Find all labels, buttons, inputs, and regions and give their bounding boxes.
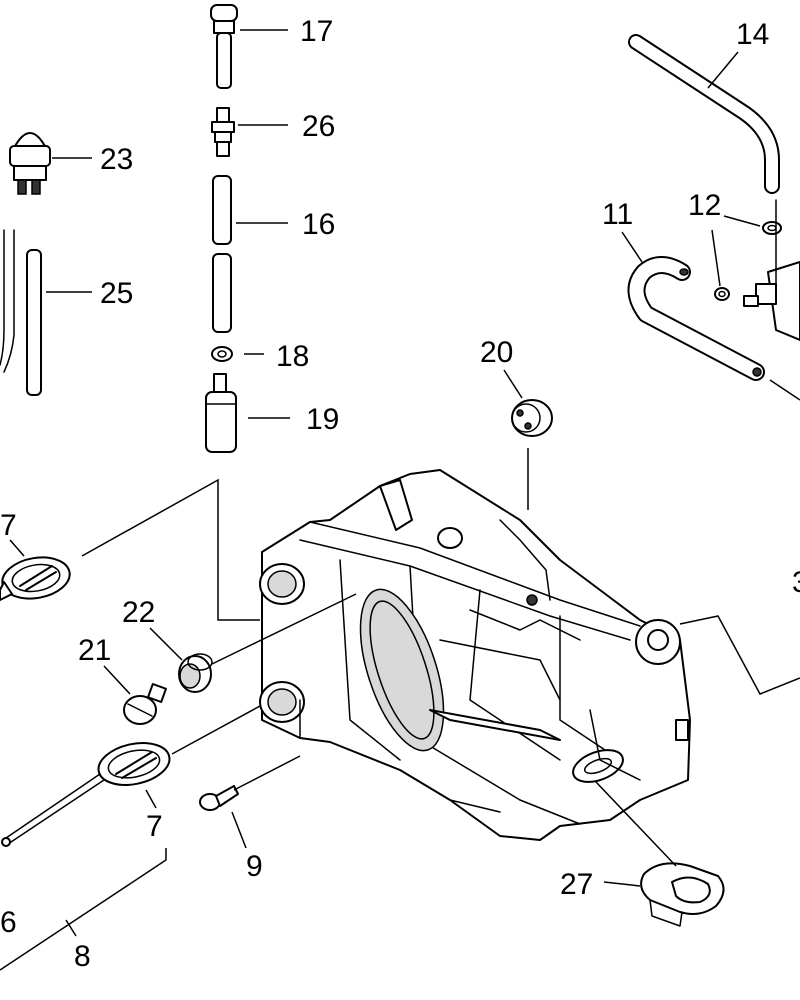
leader-7a-housing <box>81 478 260 621</box>
part-14-bent-tube <box>628 34 780 194</box>
part-16-fuel-line <box>212 175 232 333</box>
leader-6-8 <box>0 848 167 971</box>
crankcase-housing <box>259 469 691 841</box>
callout-23: 23 <box>100 143 133 176</box>
callout-3: 3 <box>792 566 800 599</box>
part-27-seal <box>640 862 725 927</box>
part-26-connector <box>211 107 235 157</box>
callout-7-lower: 7 <box>146 810 163 843</box>
leader-9 <box>231 811 247 849</box>
callout-11: 11 <box>602 198 633 231</box>
leader-27-housing <box>595 781 677 867</box>
part-20-grommet <box>511 399 553 437</box>
leader-27 <box>603 881 641 887</box>
callout-14: 14 <box>736 18 769 51</box>
leader-edge <box>769 379 800 401</box>
callout-17: 17 <box>300 15 333 48</box>
leader-14 <box>707 51 739 89</box>
callout-21: 21 <box>78 634 111 667</box>
leader-21 <box>103 665 131 695</box>
leader-12b <box>711 229 721 287</box>
callout-12: 12 <box>688 189 721 222</box>
callout-19: 19 <box>306 403 339 436</box>
part-18-grommet <box>211 346 233 362</box>
leader-8 <box>65 919 77 937</box>
part-17-fitting <box>210 4 238 89</box>
part-9-screw <box>199 785 239 811</box>
callout-27: 27 <box>560 868 593 901</box>
part-7-cap-lower <box>1 742 171 847</box>
callout-18: 18 <box>276 340 309 373</box>
part-22-plug <box>178 653 213 693</box>
oil-pump-partial <box>743 199 800 341</box>
callout-9: 9 <box>246 850 263 883</box>
leader-7a <box>9 539 25 557</box>
part-25-hose <box>0 229 42 396</box>
callout-6: 6 <box>0 906 17 939</box>
callout-8: 8 <box>74 940 91 973</box>
leader-22 <box>149 627 183 661</box>
callout-26: 26 <box>302 110 335 143</box>
callout-16: 16 <box>302 208 335 241</box>
part-11-curved-hose <box>627 256 765 381</box>
part-21-bolt <box>123 683 167 725</box>
leader-7b <box>145 789 157 809</box>
part-23-primer-bulb <box>9 132 51 195</box>
leader-20a <box>503 369 523 399</box>
leader-12a <box>723 215 761 227</box>
leader-22-housing <box>211 593 357 665</box>
callout-25: 25 <box>100 277 133 310</box>
callout-20: 20 <box>480 336 513 369</box>
callout-22: 22 <box>122 596 155 629</box>
leader-11 <box>621 231 643 263</box>
leader-7b-housing <box>171 705 261 755</box>
callout-7-upper: 7 <box>0 509 17 542</box>
leader-3 <box>679 615 800 695</box>
part-7-cap-upper <box>0 556 71 601</box>
leader-9-housing <box>233 755 301 791</box>
part-19-fuel-filter <box>205 373 237 453</box>
